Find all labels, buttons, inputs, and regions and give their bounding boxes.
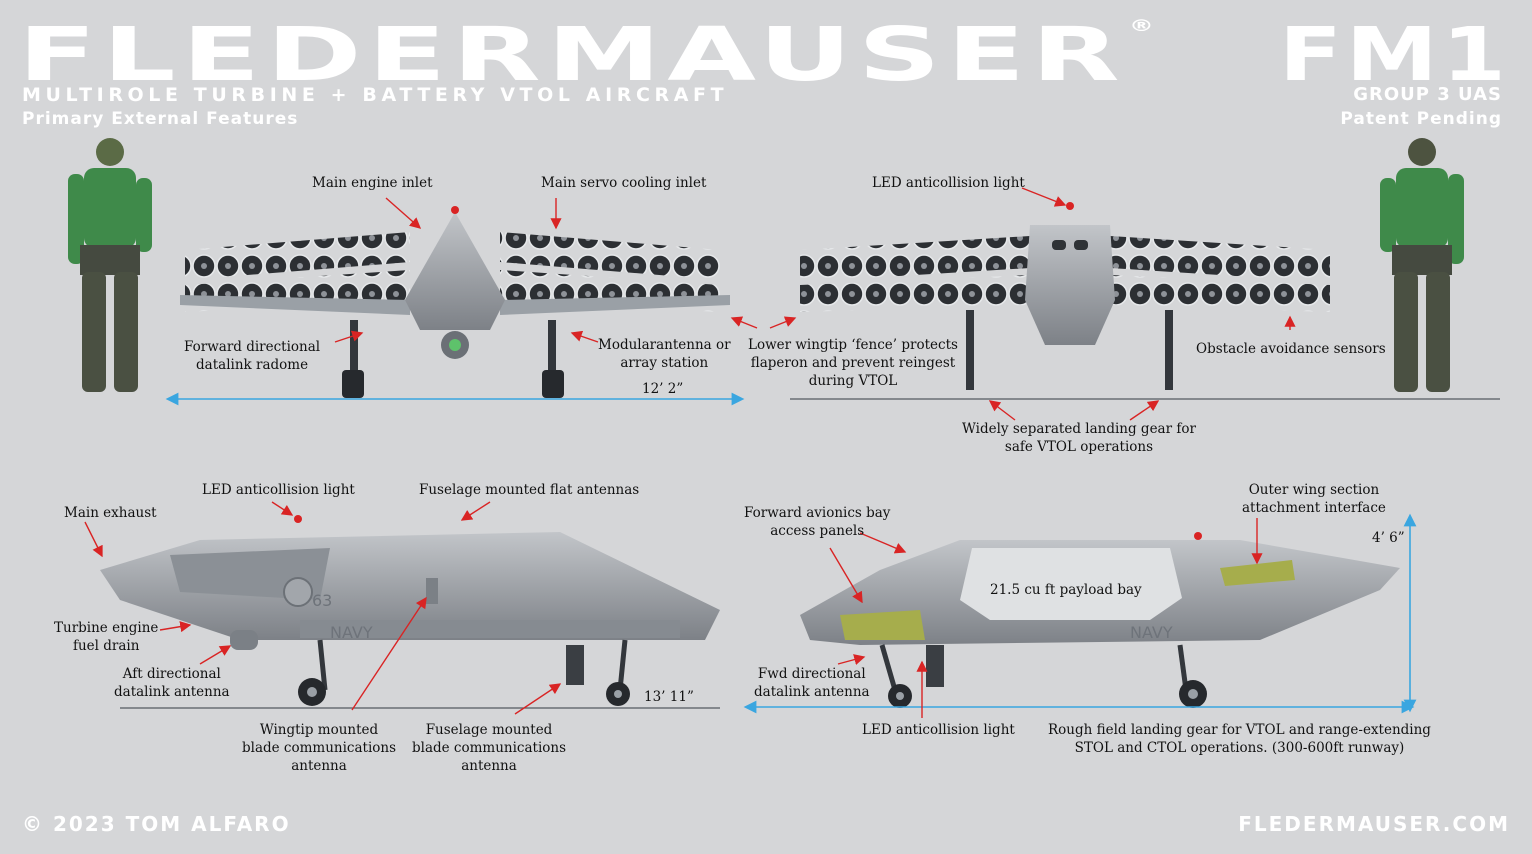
label-wingtip-blade-l1: Wingtip mounted [259,722,379,738]
label-avionics-bay: Forward avionics bay access panels [744,504,890,540]
arrow-wingtip-fence-right [769,316,797,329]
arrow-fuel-drain [159,621,192,633]
label-servo-cooling-inlet: Main servo cooling inlet [541,175,707,191]
arrow-main-engine-inlet [385,197,422,229]
copyright: © 2023 TOM ALFARO [22,812,291,836]
label-forward-radome: Forward directional datalink radome [184,338,320,374]
label-forward-radome-l1: Forward directional [184,339,321,355]
label-wingtip-blade: Wingtip mounted blade communications anten… [242,721,396,775]
label-landing-gear: Widely separated landing gear for safe VT… [962,420,1196,456]
label-wingtip-fence-l3: during VTOL [808,373,898,389]
length-dimension: 13’ 11” [644,689,694,705]
model-name: FM1 [1279,12,1510,98]
label-aft-antenna-l2: datalink antenna [114,684,230,700]
arrow-led-rear [1021,187,1067,207]
label-wingtip-blade-l2: blade communications [242,740,397,756]
label-outer-wing-l2: attachment interface [1242,500,1386,516]
arrow-forward-radome [334,330,364,343]
registered-mark: ® [1128,16,1160,35]
navy-marking-right: NAVY [1130,623,1173,642]
label-aft-antenna: Aft directional datalink antenna [114,665,230,701]
front-view-aircraft [180,206,730,398]
label-fuselage-blade-l2: blade communications [412,740,567,756]
brand-logo: FLEDERMAUSER® [18,16,1160,93]
label-led-right: LED anticollision light [862,722,1015,738]
label-fuel-drain: Turbine engine fuel drain [54,619,158,655]
arrow-modular-antenna [570,330,599,343]
label-outer-wing-l1: Outer wing section [1248,482,1380,498]
label-main-engine-inlet: Main engine inlet [312,175,433,191]
arrow-led-left [271,501,294,516]
label-obstacle-sensors: Obstacle avoidance sensors [1196,341,1386,357]
arrow-avionics-upper [859,532,907,554]
label-fuselage-blade-l3: antenna [461,758,517,774]
label-led-left: LED anticollision light [202,482,355,498]
label-avionics-bay-l2: access panels [770,523,865,539]
label-rough-field-l1: Rough field landing gear for VTOL and ra… [1048,722,1431,738]
label-landing-gear-l1: Widely separated landing gear for [962,421,1196,437]
label-fuselage-blade-l1: Fuselage mounted [425,722,553,738]
label-fwd-antenna: Fwd directional datalink antenna [754,665,870,701]
brand-name: FLEDERMAUSER [18,12,1126,98]
label-led-rear: LED anticollision light [872,175,1025,191]
label-fuel-drain-l2: fuel drain [72,638,140,654]
height-dimension: 4’ 6” [1372,530,1405,546]
label-fuel-drain-l1: Turbine engine [54,620,159,636]
side-view-left-aircraft: 63 NAVY [100,515,720,706]
tail-number: 63 [312,591,332,610]
label-flat-antennas: Fuselage mounted flat antennas [419,482,640,498]
label-outer-wing: Outer wing section attachment interface [1242,481,1386,517]
callout-arrows [84,187,1296,718]
arrow-wingtip-blade [351,596,427,711]
side-view-right-aircraft: NAVY [800,532,1400,708]
arrow-fuselage-blade [514,683,562,715]
label-payload-bay: 21.5 cu ft payload bay [990,582,1142,598]
label-modular-antenna-l1: Modularantenna or [598,337,731,353]
label-rough-field-gear: Rough field landing gear for VTOL and ra… [1048,721,1431,757]
label-modular-antenna-l2: array station [620,355,709,371]
arrow-fwd-antenna [837,654,866,665]
arrow-flat-antennas [460,501,491,521]
label-modular-antenna: Modularantenna or array station [598,336,731,372]
arrow-gear-left [988,400,1016,421]
crew-figure-right [1380,138,1464,392]
arrow-aft-antenna [199,645,232,665]
label-wingtip-fence: Lower wingtip ‘fence’ protects flaperon a… [748,336,958,390]
label-rough-field-l2: STOL and CTOL operations. (300-600ft run… [1074,740,1405,756]
label-wingtip-blade-l3: antenna [291,758,347,774]
label-wingtip-fence-l1: Lower wingtip ‘fence’ protects [748,337,958,353]
label-fuselage-blade: Fuselage mounted blade communications ante… [412,721,566,775]
label-fwd-antenna-l1: Fwd directional [757,666,866,682]
arrow-wingtip-fence-left [730,316,758,329]
subtitle: MULTIROLE TURBINE + BATTERY VTOL AIRCRAF… [22,84,729,106]
label-wingtip-fence-l2: flaperon and prevent reingest [750,355,956,371]
label-forward-radome-l2: datalink radome [196,357,309,373]
label-aft-antenna-l1: Aft directional [122,666,221,682]
label-landing-gear-l2: safe VTOL operations [1004,439,1154,455]
span-dimension: 12’ 2” [642,381,684,397]
website-link[interactable]: FLEDERMAUSER.COM [1238,812,1510,836]
patent-status: Patent Pending [1340,109,1502,129]
label-fwd-antenna-l2: datalink antenna [754,684,870,700]
arrow-avionics-lower [829,547,863,604]
navy-marking-left: NAVY [330,623,373,642]
arrow-main-exhaust [84,521,103,558]
group-class: GROUP 3 UAS [1353,84,1502,105]
crew-figure-left [68,138,152,392]
rear-view-aircraft [800,202,1330,390]
label-avionics-bay-l1: Forward avionics bay [744,505,891,521]
label-main-exhaust: Main exhaust [64,505,157,521]
arrow-gear-right [1129,400,1160,421]
section-caption: Primary External Features [22,109,299,129]
